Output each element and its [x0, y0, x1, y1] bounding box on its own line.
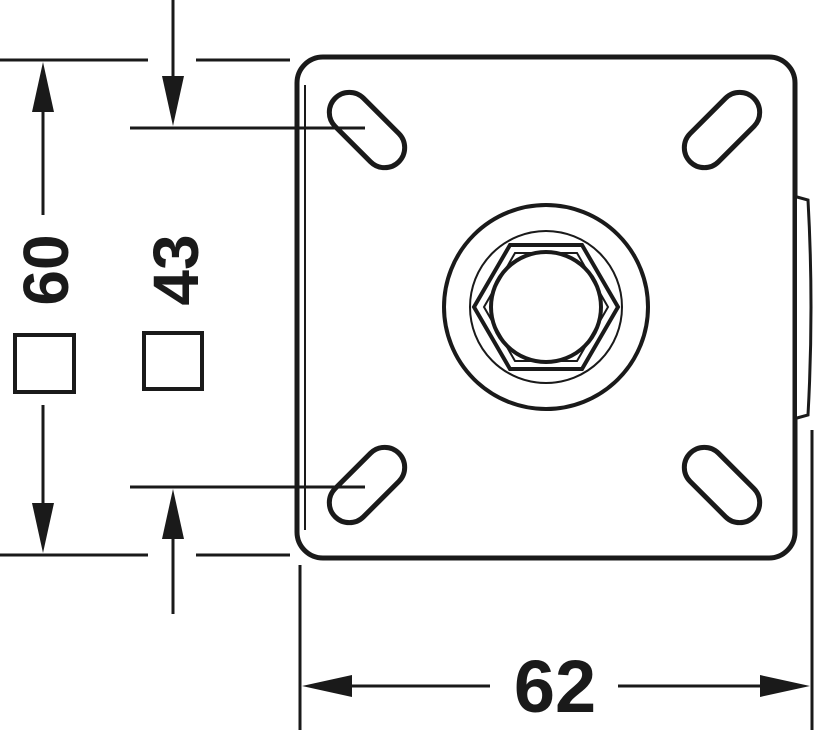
plate-side-flange: [796, 195, 813, 420]
hole-spacing-label: 43: [140, 234, 212, 305]
arrow-right-icon: [760, 675, 810, 697]
slot-bottom-left: [326, 444, 408, 526]
slot-top-right: [681, 89, 763, 171]
arrow-up-icon: [162, 489, 184, 539]
square-icon: [142, 331, 204, 391]
mounting-slots: [326, 89, 763, 526]
bearing-inner-ring: [469, 230, 623, 384]
outer-size-label: 60: [10, 234, 82, 305]
arrow-up-icon: [32, 62, 54, 112]
bearing-outer-ring: [442, 203, 650, 411]
arrowheads: [32, 62, 810, 697]
slot-top-left: [326, 89, 408, 171]
mounting-plate: [294, 54, 798, 561]
arrow-down-icon: [162, 76, 184, 126]
overall-width-label: 62: [514, 645, 596, 728]
arrow-down-icon: [32, 503, 54, 553]
slot-bottom-right: [681, 444, 763, 526]
arrow-left-icon: [302, 675, 352, 697]
hex-nut: [471, 243, 621, 371]
hex-nut-inner: [482, 252, 610, 362]
king-pin-hole: [489, 250, 603, 364]
square-icon: [13, 333, 76, 394]
